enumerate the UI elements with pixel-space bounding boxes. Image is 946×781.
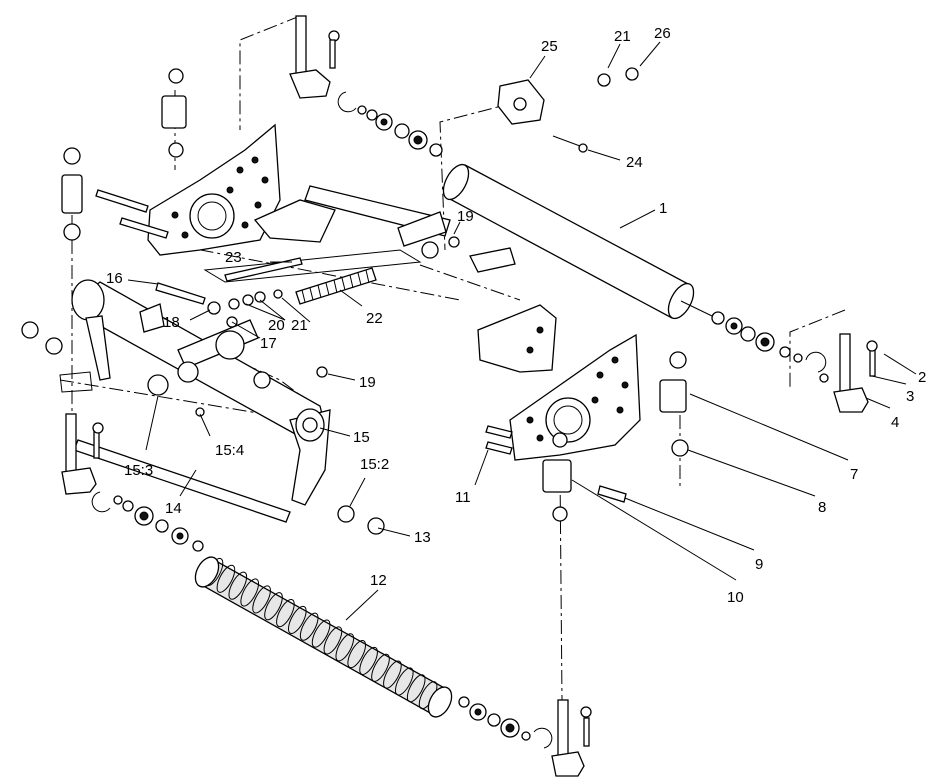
callout-15-3: 15:3 xyxy=(124,462,153,479)
tension-spring-22 xyxy=(224,257,377,305)
roller-groove xyxy=(216,564,236,593)
upper-cross-bar xyxy=(253,185,516,273)
callout-1: 1 xyxy=(659,200,667,217)
right-side-plate xyxy=(485,333,641,522)
callout-9: 9 xyxy=(755,556,763,573)
callout-26: 26 xyxy=(654,25,671,42)
right-lift-arm xyxy=(477,304,557,373)
callout-19-lower: 19 xyxy=(359,374,376,391)
grooved-roller-12 xyxy=(194,556,553,749)
callout-22: 22 xyxy=(366,310,383,327)
upper-post-assembly xyxy=(289,15,340,99)
callout-16: 16 xyxy=(106,270,123,287)
callout-13: 13 xyxy=(414,529,431,546)
callout-24: 24 xyxy=(626,154,643,171)
callout-11: 11 xyxy=(455,489,471,506)
callout-15-4: 15:4 xyxy=(215,442,244,459)
callout-17: 17 xyxy=(260,335,277,352)
roller-groove xyxy=(264,592,283,621)
roller-groove xyxy=(371,653,390,682)
roller-groove xyxy=(311,619,331,648)
roller-groove xyxy=(394,667,414,696)
roller-groove xyxy=(335,633,355,662)
callout-12: 12 xyxy=(370,572,387,589)
roller-tube xyxy=(442,163,829,383)
callout-4: 4 xyxy=(891,414,899,431)
leader-lines xyxy=(127,41,917,621)
callout-8: 8 xyxy=(818,499,826,516)
roller-groove xyxy=(323,626,343,655)
callout-20: 20 xyxy=(268,317,285,334)
upper-bearing-stack xyxy=(337,91,443,157)
callout-19-upper: 19 xyxy=(457,208,474,225)
roller-groove xyxy=(252,585,271,614)
mounting-bracket-25 xyxy=(497,67,639,153)
callout-3: 3 xyxy=(906,388,914,405)
callout-23: 23 xyxy=(225,249,242,266)
lower-bearing-stack xyxy=(91,491,204,552)
roller-groove xyxy=(299,612,319,641)
callout-21-mid: 21 xyxy=(291,317,308,334)
front-frame-15 xyxy=(21,279,385,535)
lower-left-post xyxy=(61,413,104,495)
upper-right-post xyxy=(833,333,878,413)
callout-7: 7 xyxy=(850,466,858,483)
left-side-plate xyxy=(61,68,281,256)
callout-15-2: 15:2 xyxy=(360,456,389,473)
roller-groove xyxy=(287,605,307,634)
callout-labels: 25 21 26 24 1 19 23 16 18 17 20 21 22 19… xyxy=(106,25,926,606)
callout-10: 10 xyxy=(727,589,744,606)
roller-groove xyxy=(228,571,248,600)
callout-21-top: 21 xyxy=(614,28,631,45)
callout-25: 25 xyxy=(541,38,558,55)
roller-groove xyxy=(347,640,367,669)
roller-groove xyxy=(359,646,378,675)
callout-15: 15 xyxy=(353,429,370,446)
callout-14: 14 xyxy=(165,500,182,517)
callout-2: 2 xyxy=(918,369,926,386)
lower-right-post xyxy=(551,699,592,777)
adjuster-hardware xyxy=(155,282,283,328)
roller-groove xyxy=(276,599,295,628)
roller-groove xyxy=(406,674,426,703)
callout-18: 18 xyxy=(163,314,180,331)
right-post-bracket xyxy=(659,351,689,457)
roller-groove xyxy=(383,660,402,689)
roller-groove xyxy=(240,578,260,607)
